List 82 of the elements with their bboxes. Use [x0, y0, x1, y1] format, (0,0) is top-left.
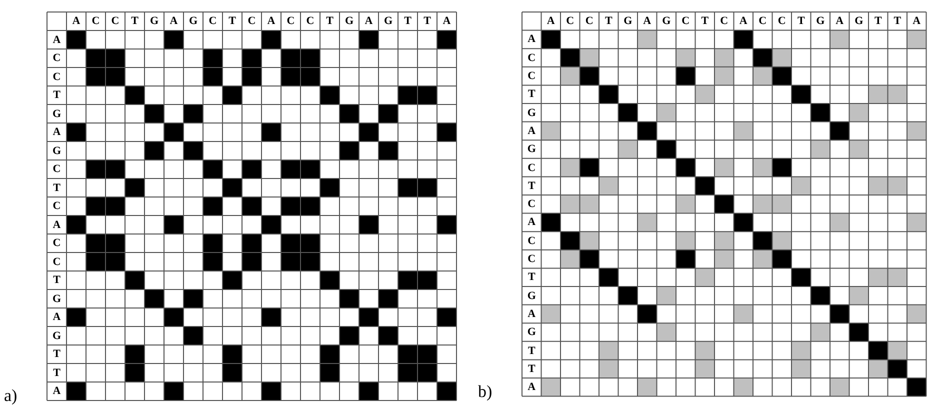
row-header: C	[526, 252, 537, 268]
column-header: C	[110, 14, 120, 30]
column-header: G	[344, 14, 355, 30]
column-header: T	[228, 14, 237, 30]
row-header: G	[526, 325, 537, 340]
column-header: C	[584, 14, 594, 30]
column-header: G	[188, 14, 199, 30]
row-header: T	[526, 362, 536, 377]
row-header: T	[52, 366, 62, 381]
column-header: C	[246, 14, 257, 30]
row-header: A	[52, 218, 62, 233]
column-header: T	[325, 14, 334, 30]
row-header: C	[526, 197, 537, 212]
row-header: C	[52, 236, 62, 252]
column-header: T	[892, 14, 902, 30]
row-header: T	[52, 180, 62, 196]
row-header: C	[526, 234, 537, 249]
row-header: C	[526, 69, 537, 84]
row-header: A	[52, 32, 62, 48]
column-header: A	[364, 14, 374, 30]
column-header: A	[738, 14, 748, 30]
column-header: G	[382, 14, 394, 30]
column-header: A	[442, 14, 452, 30]
column-header: C	[90, 14, 101, 30]
row-header: T	[52, 88, 62, 104]
column-header: T	[604, 14, 614, 30]
row-header: T	[526, 178, 536, 194]
row-header: A	[52, 310, 62, 326]
column-header: C	[305, 14, 316, 30]
column-header: C	[719, 14, 730, 30]
column-header: C	[776, 14, 787, 30]
column-header: C	[208, 14, 218, 30]
column-header: C	[680, 14, 691, 30]
row-header: C	[52, 51, 62, 66]
column-header: A	[912, 14, 922, 30]
column-header: T	[700, 14, 710, 30]
column-header: T	[796, 14, 806, 30]
column-header: G	[815, 14, 826, 30]
row-header: T	[52, 347, 62, 362]
row-header: A	[526, 306, 537, 322]
column-header: G	[622, 14, 634, 30]
row-header: A	[526, 124, 537, 139]
row-header: G	[51, 328, 62, 344]
column-header: A	[546, 14, 556, 30]
column-header: C	[286, 14, 296, 30]
column-header: A	[71, 14, 82, 30]
row-header: T	[526, 87, 536, 102]
row-header: G	[51, 292, 62, 307]
row-header: A	[526, 380, 537, 396]
row-header: A	[526, 215, 537, 230]
column-header: T	[422, 14, 432, 30]
row-header: T	[526, 344, 536, 359]
column-header: A	[266, 14, 276, 30]
row-header: A	[52, 125, 62, 140]
column-header: G	[854, 14, 864, 30]
row-header: C	[52, 162, 62, 178]
column-header: G	[148, 14, 160, 30]
row-header: C	[52, 199, 62, 214]
row-header: G	[526, 288, 537, 304]
row-header: G	[526, 106, 537, 121]
row-header: T	[52, 273, 62, 288]
row-header: C	[52, 254, 62, 270]
panel-label: a)	[4, 386, 18, 406]
column-header: T	[873, 14, 883, 30]
column-header: A	[168, 14, 179, 30]
row-header: C	[52, 70, 62, 85]
row-header: G	[51, 144, 62, 159]
row-header: T	[526, 270, 536, 286]
row-header: C	[526, 50, 537, 66]
column-header: C	[758, 14, 768, 30]
panel-label: b)	[478, 382, 492, 402]
column-header: T	[130, 14, 140, 30]
row-header: G	[51, 106, 62, 122]
row-header: C	[526, 160, 537, 176]
row-header: G	[526, 142, 537, 158]
column-header: A	[642, 14, 652, 30]
column-header: C	[565, 14, 576, 30]
column-header: T	[403, 14, 412, 30]
column-header: A	[834, 14, 845, 30]
row-header: A	[526, 32, 537, 48]
row-header: A	[52, 384, 62, 400]
column-header: G	[661, 14, 672, 30]
